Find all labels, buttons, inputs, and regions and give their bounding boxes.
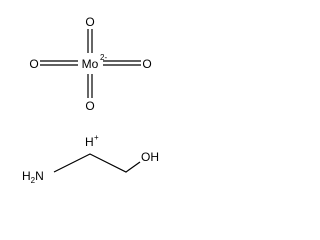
amine-nitrogen: N xyxy=(35,169,44,183)
oxygen-left-label: O xyxy=(29,57,38,71)
proton-charge: + xyxy=(94,133,99,142)
amine-subscript: 2 xyxy=(31,176,36,185)
oxygen-top-label: O xyxy=(85,15,94,29)
molybdate-group: O O O O Mo 2- xyxy=(29,15,151,113)
oxygen-right-label: O xyxy=(142,57,151,71)
amine-hydrogen: H xyxy=(22,169,31,183)
molybdenum-label: Mo xyxy=(82,57,99,71)
proton-label: H xyxy=(85,135,94,149)
hydroxyl-label: OH xyxy=(141,150,159,164)
proton-group: H + xyxy=(85,133,99,149)
ethanolamine-group: H2N OH xyxy=(22,150,159,185)
chemical-structure-diagram: O O O O Mo 2- H + H2N OH xyxy=(22,15,159,185)
ethanolamine-backbone xyxy=(53,153,141,173)
oxygen-bottom-label: O xyxy=(85,99,94,113)
molybdenum-charge: 2- xyxy=(100,53,107,62)
amine-label: H2N xyxy=(22,169,44,185)
